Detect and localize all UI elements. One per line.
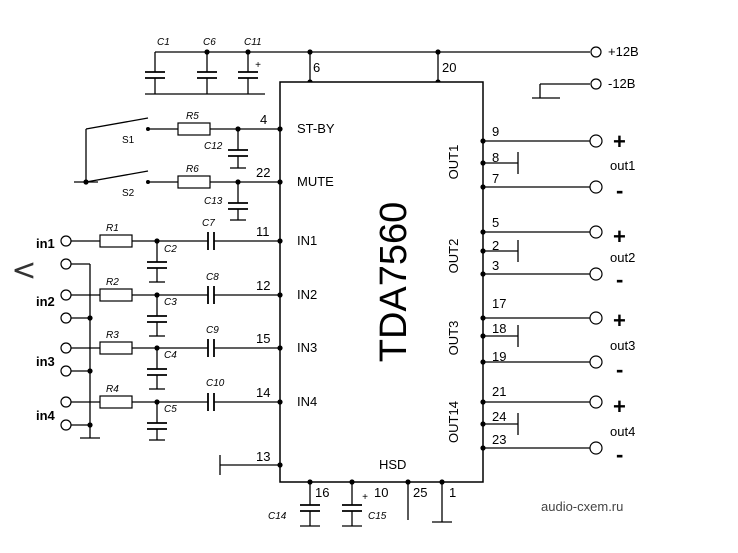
pin-number-13: 13: [256, 449, 270, 464]
pin-number-15: 15: [256, 331, 270, 346]
pin-name-mute: MUTE: [297, 174, 334, 189]
out4-label: out4: [610, 424, 635, 439]
cap-label-c5: C5: [164, 404, 177, 415]
switch-label-s2: S2: [122, 188, 135, 199]
bottom-section: 13 16 C14 10 + C15 25 1 audio-cxem.ru: [219, 449, 623, 527]
out-pin-3: 3: [492, 258, 499, 273]
out-pin-7: 7: [492, 171, 499, 186]
pin-name-in2: IN2: [297, 287, 317, 302]
out-pin-19: 19: [492, 349, 506, 364]
out4-plus: +: [613, 394, 626, 419]
power-section: +12В -12В C1 C6 + C11 6 20: [145, 37, 639, 99]
out-pin-5: 5: [492, 215, 499, 230]
input-label-in1: in1: [36, 236, 55, 251]
pin-name-stby: ST-BY: [297, 121, 335, 136]
output-group-out3: OUT3 17 18 19 + - out3: [446, 296, 635, 382]
out2-minus: -: [616, 267, 623, 292]
out-pin-17: 17: [492, 296, 506, 311]
bottom-pin-25: 25: [413, 485, 427, 500]
cap-label-c10: C10: [206, 378, 225, 389]
neg-supply-label: -12В: [608, 76, 635, 91]
bottom-pin-16: 16: [315, 485, 329, 500]
out1-plus: +: [613, 129, 626, 154]
output-group-label-out14: OUT14: [446, 401, 461, 443]
output-group-label-out2: OUT2: [446, 239, 461, 274]
bottom-pin-1: 1: [449, 485, 456, 500]
cap-label-c3: C3: [164, 297, 177, 308]
cap-label-c11: C11: [244, 37, 262, 48]
cap-label-c12: C12: [204, 141, 223, 152]
out-pin-9: 9: [492, 124, 499, 139]
out-pin-8: 8: [492, 150, 499, 165]
chevron-left-icon: <: [11, 252, 37, 288]
cap-plus-c11: +: [255, 60, 261, 71]
bottom-pin-10: 10: [374, 485, 388, 500]
output-group-out2: OUT2 5 2 3 + - out2: [446, 215, 635, 292]
pin-name-in3: IN3: [297, 340, 317, 355]
out3-label: out3: [610, 338, 635, 353]
cap-label-c4: C4: [164, 350, 177, 361]
res-label-r2: R2: [106, 277, 119, 288]
output-group-label-out3: OUT3: [446, 321, 461, 356]
input-label-in3: in3: [36, 354, 55, 369]
res-label-r1: R1: [106, 223, 119, 234]
control-section: 4 ST-BY 22 MUTE R5 R6 C12 C13 S1: [74, 111, 335, 221]
cap-label-c9: C9: [206, 325, 219, 336]
res-label-r4: R4: [106, 384, 119, 395]
input-label-in4: in4: [36, 408, 56, 423]
out-pin-18: 18: [492, 321, 506, 336]
hsd-label: HSD: [379, 457, 406, 472]
out1-label: out1: [610, 158, 635, 173]
pin-number-11: 11: [256, 224, 270, 239]
output-group-out4: OUT14 21 24 23 + - out4: [446, 384, 635, 467]
out-pin-2: 2: [492, 238, 499, 253]
pos-supply-terminal: [590, 46, 602, 58]
res-label-r6: R6: [186, 164, 199, 175]
out-pin-21: 21: [492, 384, 506, 399]
out-pin-24: 24: [492, 409, 506, 424]
back-button[interactable]: <: [6, 252, 42, 288]
top-pin-6: 6: [313, 60, 320, 75]
output-section: OUT1 9 8 7 + - out1 OUT2 5 2: [446, 124, 635, 467]
cap-label-c7: C7: [202, 218, 215, 229]
out1-minus: -: [616, 178, 623, 203]
output-group-out1: OUT1 9 8 7 + - out1: [446, 124, 635, 203]
cap-plus-c15: +: [362, 492, 368, 503]
input-section: R1 C7 C2 11 IN1 in1 R2 C8 C: [36, 218, 317, 441]
ic-body: TDA7560 HSD: [279, 81, 484, 483]
watermark: audio-cxem.ru: [541, 499, 623, 514]
out3-minus: -: [616, 357, 623, 382]
neg-supply-terminal: [590, 78, 602, 90]
out2-plus: +: [613, 224, 626, 249]
pin-number-14: 14: [256, 385, 270, 400]
out2-label: out2: [610, 250, 635, 265]
cap-label-c14: C14: [268, 511, 287, 522]
pin-number-12: 12: [256, 278, 270, 293]
out4-minus: -: [616, 442, 623, 467]
pin-name-in1: IN1: [297, 233, 317, 248]
pos-supply-label: +12В: [608, 44, 639, 59]
cap-label-c1: C1: [157, 37, 170, 48]
pin-name-in4: IN4: [297, 394, 317, 409]
res-label-r3: R3: [106, 330, 119, 341]
input-label-in2: in2: [36, 294, 55, 309]
switch-label-s1: S1: [122, 135, 135, 146]
out-pin-23: 23: [492, 432, 506, 447]
cap-label-c2: C2: [164, 244, 177, 255]
cap-label-c8: C8: [206, 272, 219, 283]
chip-name: TDA7560: [373, 202, 415, 363]
cap-label-c6: C6: [203, 37, 216, 48]
res-label-r5: R5: [186, 111, 199, 122]
pin-number-4: 4: [260, 112, 267, 127]
cap-label-c15: C15: [368, 511, 387, 522]
out3-plus: +: [613, 308, 626, 333]
top-pin-20: 20: [442, 60, 456, 75]
cap-label-c13: C13: [204, 196, 223, 207]
pin-number-22: 22: [256, 165, 270, 180]
output-group-label-out1: OUT1: [446, 145, 461, 180]
